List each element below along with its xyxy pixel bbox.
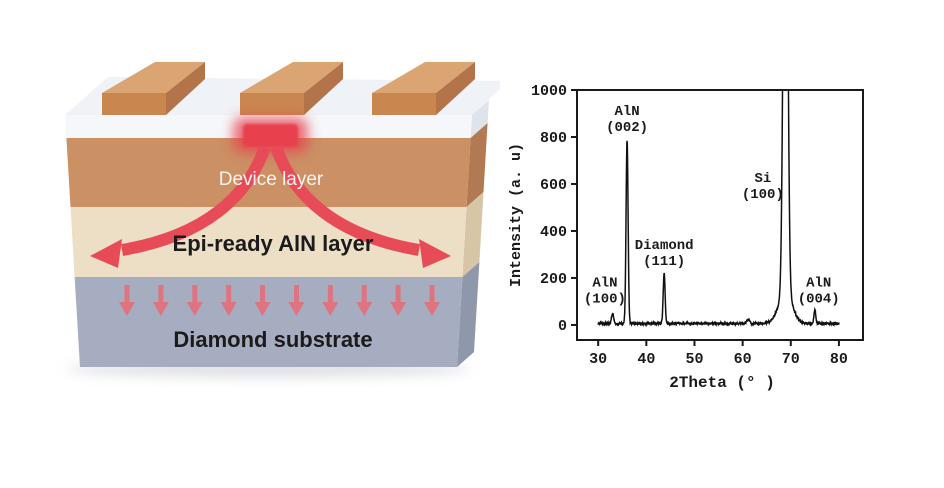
device-layer-front xyxy=(66,138,471,207)
device-layer-label: Device layer xyxy=(219,169,324,190)
electrode-top-face xyxy=(372,62,475,93)
y-tick-label: 0 xyxy=(558,318,567,335)
x-tick-label: 60 xyxy=(734,351,752,368)
x-tick-label: 80 xyxy=(830,351,848,368)
electrode-side-face xyxy=(436,62,475,115)
substrate-side xyxy=(457,262,480,367)
electrode-front-face xyxy=(240,93,304,115)
x-axis-title: 2Theta (° ) xyxy=(669,374,775,392)
heat-spread-arrow-right-icon xyxy=(270,144,451,268)
y-tick-label: 400 xyxy=(540,224,567,241)
x-tick-label: 50 xyxy=(685,351,703,368)
x-tick-label: 40 xyxy=(637,351,655,368)
peak-annotation: AlN(002) xyxy=(606,104,648,136)
device-structure-illustration: Device layer Epi-ready AlN layer Diamond… xyxy=(65,62,500,377)
electrode-front-face xyxy=(102,93,166,115)
electrode-bar-1 xyxy=(102,62,205,115)
electrode-side-face xyxy=(304,62,343,115)
heat-dissipation-arrows-icon xyxy=(119,285,440,316)
aln-layer-front xyxy=(70,207,467,277)
electrode-side-face xyxy=(166,62,205,115)
x-tick-label: 70 xyxy=(782,351,800,368)
peak-annotation: AlN(100) xyxy=(584,276,626,308)
y-axis: 0 200 400 600 800 1000 xyxy=(531,83,577,335)
peak-annotation: AlN(004) xyxy=(798,276,840,308)
y-tick-label: 800 xyxy=(540,130,567,147)
electrode-top-face xyxy=(102,62,205,93)
peak-annotation: Si(100) xyxy=(742,171,784,203)
white-layer-side xyxy=(470,100,489,138)
plot-box xyxy=(576,89,864,341)
aln-layer-side xyxy=(462,192,484,277)
x-tick-label: 30 xyxy=(589,351,607,368)
electrode-bar-2 xyxy=(240,62,343,115)
y-tick-label: 1000 xyxy=(531,83,567,100)
electrode-bar-3 xyxy=(372,62,475,115)
y-tick-label: 600 xyxy=(540,177,567,194)
electrode-front-face xyxy=(372,93,436,115)
y-axis-title: Intensity (a. u) xyxy=(508,143,525,287)
aln-layer-label: Epi-ready AlN layer xyxy=(173,231,374,256)
electrode-top-face xyxy=(240,62,343,93)
substrate-front xyxy=(74,277,463,367)
y-tick-label: 200 xyxy=(540,271,567,288)
device-layer-side xyxy=(466,123,488,207)
heat-spread-arrow-left-icon xyxy=(90,144,271,268)
substrate-label: Diamond substrate xyxy=(173,327,372,352)
hotspot-icon xyxy=(243,124,298,147)
xrd-trace xyxy=(597,91,840,328)
peak-annotation: Diamond(111) xyxy=(635,238,694,270)
x-axis: 30 40 50 60 70 80 xyxy=(589,340,848,368)
